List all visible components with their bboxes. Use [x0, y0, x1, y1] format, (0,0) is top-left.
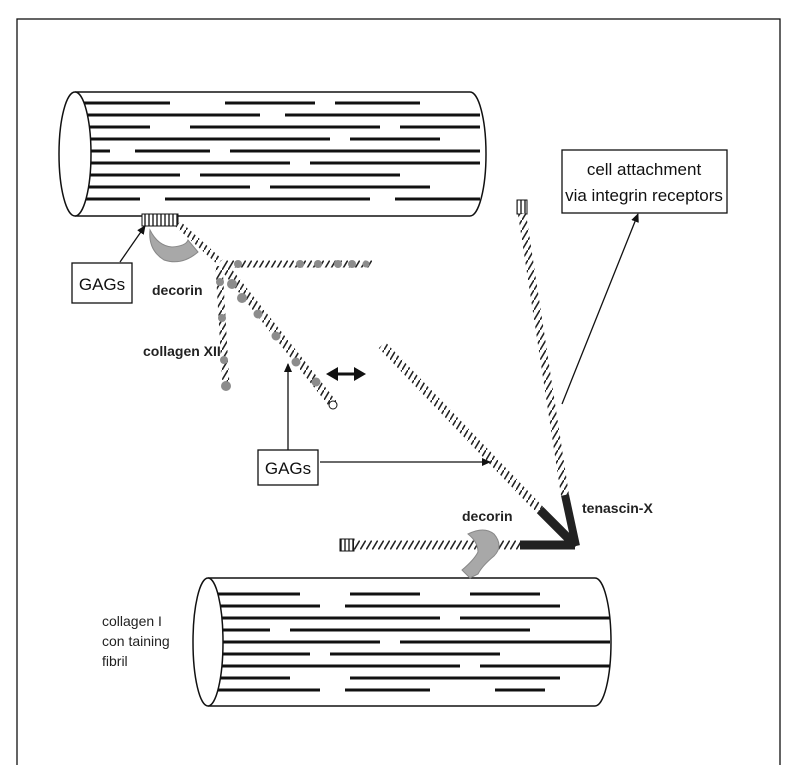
- fibril-label-line2: con taining: [102, 633, 170, 649]
- gags-center-label: GAGs: [265, 459, 311, 478]
- collagen-xii-diagonal-arm: [218, 261, 338, 410]
- gags-center-box: [257, 449, 319, 486]
- decorin-top-label: decorin: [152, 282, 203, 298]
- gag-anchor-block: [141, 213, 179, 227]
- decorin-bottom-helix: [339, 538, 575, 552]
- cell-attachment-label-line2: via integrin receptors: [565, 186, 723, 205]
- collagen-xii-horizontal-arm: [222, 260, 372, 268]
- gags-top-label: GAGs: [79, 275, 125, 294]
- cell-attachment-label-line1: cell attachment: [587, 160, 702, 179]
- decorin-core-segment: [175, 221, 223, 265]
- figure-frame: [16, 18, 781, 765]
- decorin-bottom-shape: [461, 529, 500, 579]
- annotation-arrows: [119, 213, 639, 466]
- tenascin-x-diagonal-arm: [378, 341, 580, 550]
- collagen-xii-label: collagen XII: [143, 343, 221, 359]
- cell-attachment-box: [561, 149, 728, 214]
- double-arrow-right-head: [354, 367, 366, 381]
- arrow-cell-attachment: [561, 213, 639, 405]
- collagen-xii-vertical-arm: [215, 265, 231, 391]
- gags-top-box: [71, 262, 133, 304]
- decorin-bottom-label: decorin: [462, 508, 513, 524]
- bottom-collagen-fibril: [192, 577, 612, 707]
- arrow-gags-top: [119, 225, 146, 263]
- tenascin-x-vertical-arm: [516, 199, 580, 547]
- double-arrow-left-head: [326, 367, 338, 381]
- fibril-label-line3: fibril: [102, 653, 128, 669]
- tenascin-x-label: tenascin-X: [582, 500, 653, 516]
- bottom-fibril-stripes: [215, 592, 610, 692]
- fibril-label-line1: collagen I: [102, 613, 162, 629]
- top-collagen-fibril: [58, 91, 487, 217]
- decorin-top-shape: [149, 228, 199, 263]
